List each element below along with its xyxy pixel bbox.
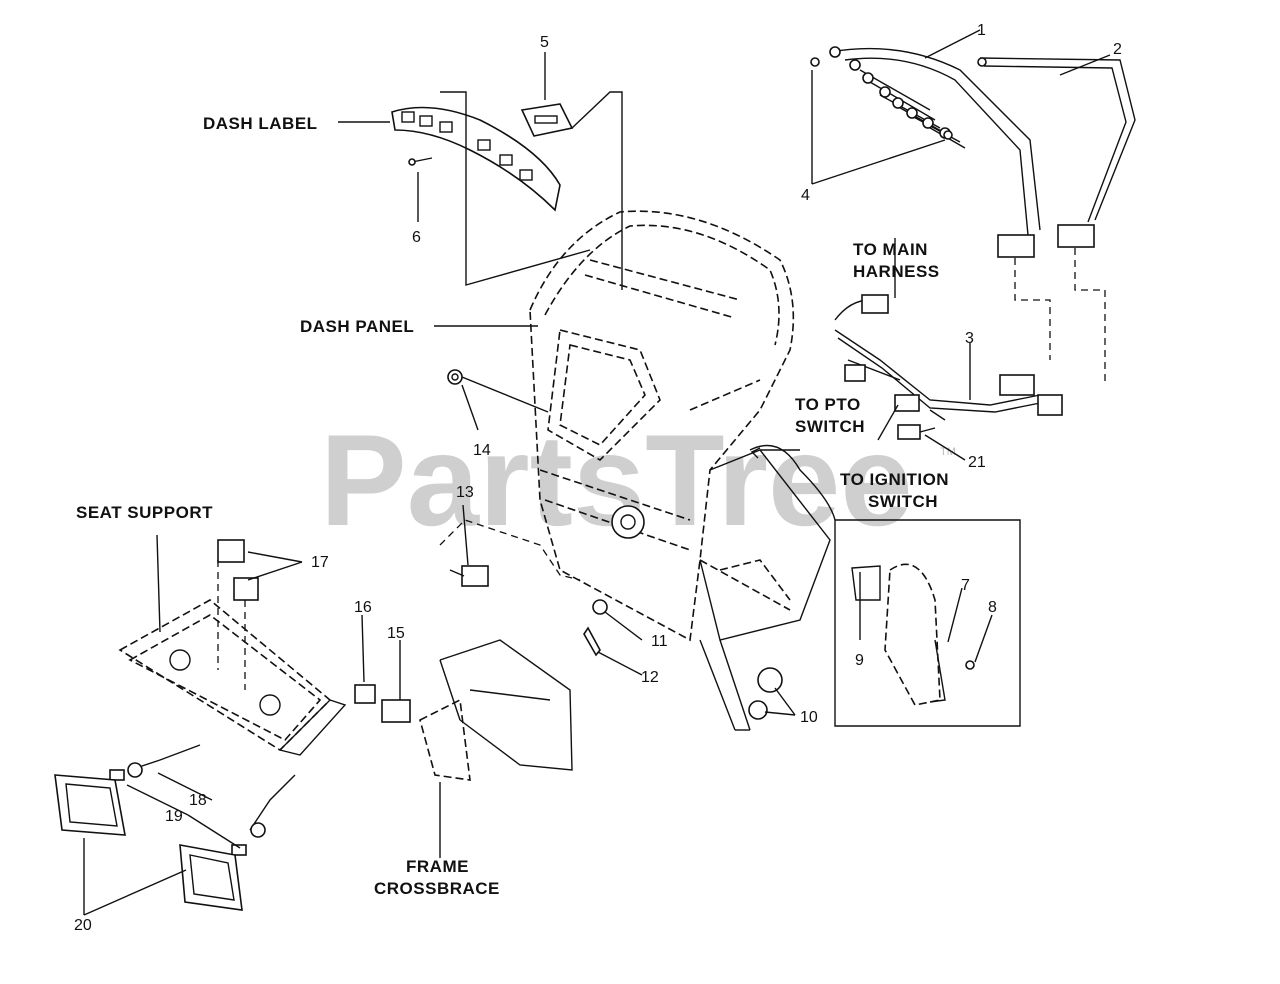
- wire-lead-part-21[interactable]: [897, 424, 936, 440]
- dash-panel-part[interactable]: [529, 210, 795, 642]
- wiring-harness-part-1[interactable]: [829, 46, 1041, 258]
- part-number-9[interactable]: 9: [855, 652, 864, 669]
- part-number-20[interactable]: 20: [74, 917, 92, 934]
- label-frame-crossbrace-line1: FRAME: [406, 857, 469, 876]
- part-number-17[interactable]: 17: [311, 554, 329, 571]
- part-number-18[interactable]: 18: [189, 792, 207, 809]
- part-number-19[interactable]: 19: [165, 808, 183, 825]
- seat-switch-part-17[interactable]: [217, 539, 259, 690]
- key-part-12[interactable]: [583, 626, 601, 657]
- label-seat-support: SEAT SUPPORT: [76, 503, 213, 522]
- screw-part-6[interactable]: [408, 157, 433, 166]
- part-number-3[interactable]: 3: [965, 330, 974, 347]
- part-number-7[interactable]: 7: [961, 577, 970, 594]
- label-frame-crossbrace-line2: CROSSBRACE: [374, 879, 500, 898]
- part-number-6[interactable]: 6: [412, 229, 421, 246]
- trademark-mark: TM: [940, 446, 956, 458]
- bulb-part-19[interactable]: [109, 769, 247, 856]
- lamp-harness-part-18[interactable]: [127, 744, 296, 838]
- label-to-ignition-switch-line2: SWITCH: [868, 492, 938, 511]
- pto-bracket-part[interactable]: [851, 563, 975, 706]
- dash-label-part[interactable]: [391, 106, 561, 212]
- headlight-part-20[interactable]: [54, 774, 243, 911]
- part-number-11[interactable]: 11: [651, 633, 668, 650]
- part-number-10[interactable]: 10: [800, 709, 818, 726]
- nut-part-14[interactable]: [447, 369, 549, 413]
- part-number-5[interactable]: 5: [540, 34, 549, 51]
- small-bolts-part-4[interactable]: [810, 57, 953, 140]
- nut-part-11[interactable]: [592, 599, 608, 615]
- ignition-hole: [611, 505, 645, 539]
- part-number-15[interactable]: 15: [387, 625, 405, 642]
- label-dash-label: DASH LABEL: [203, 114, 318, 133]
- part-number-13[interactable]: 13: [456, 484, 474, 501]
- part-number-1[interactable]: 1: [977, 22, 986, 39]
- curved-arrow: [749, 444, 836, 521]
- label-to-main-harness-line1: TO MAIN: [853, 240, 928, 259]
- ignition-switch-part-10[interactable]: [748, 667, 783, 720]
- wiring-harness-part-3[interactable]: [834, 294, 1063, 421]
- label-to-main-harness-line2: HARNESS: [853, 262, 940, 281]
- wiring-harness-part-2[interactable]: [977, 57, 1136, 248]
- label-to-pto-switch-line2: SWITCH: [795, 417, 865, 436]
- part-number-21[interactable]: 21: [968, 454, 986, 471]
- hour-meter-part[interactable]: [520, 103, 574, 137]
- part-number-4[interactable]: 4: [801, 187, 810, 204]
- label-to-ignition-switch-line1: TO IGNITION: [840, 470, 949, 489]
- part-number-16[interactable]: 16: [354, 599, 372, 616]
- dash-housing-part[interactable]: [699, 449, 831, 731]
- part-number-14[interactable]: 14: [473, 442, 491, 459]
- part-number-12[interactable]: 12: [641, 669, 659, 686]
- seat-support-part[interactable]: [118, 599, 347, 756]
- detail-inset-box: [834, 519, 1021, 727]
- connector-part-15[interactable]: [381, 699, 411, 723]
- part-number-2[interactable]: 2: [1113, 41, 1122, 58]
- frame-crossbrace-part[interactable]: [419, 639, 573, 781]
- label-to-pto-switch-line1: TO PTO: [795, 395, 861, 414]
- label-dash-panel: DASH PANEL: [300, 317, 414, 336]
- toggle-switch-part-13[interactable]: [439, 519, 581, 587]
- part-number-8[interactable]: 8: [988, 599, 997, 616]
- connector-part-16[interactable]: [354, 684, 376, 704]
